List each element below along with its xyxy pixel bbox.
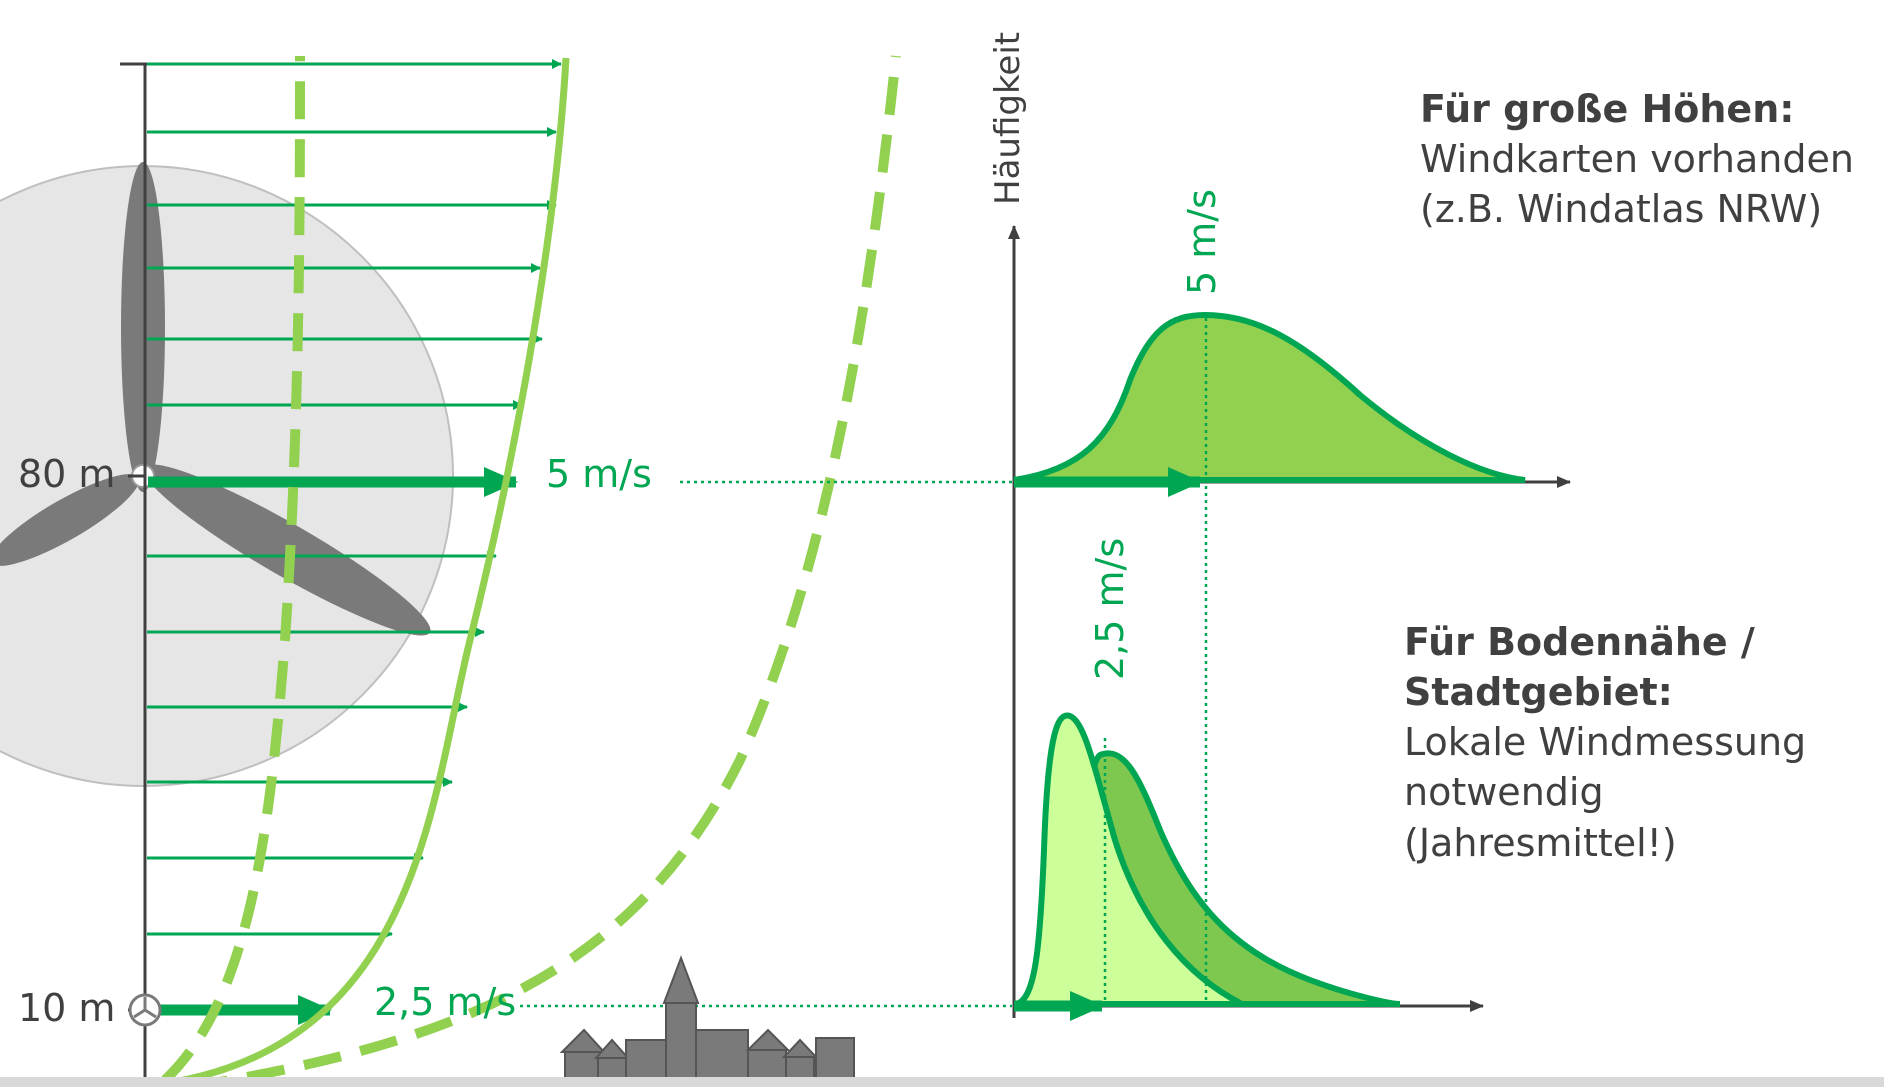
turbine-blade-up [121,162,165,492]
wind-profile-open-terrain [137,57,570,1087]
wind-profile-dashed-left [161,55,305,1084]
distribution-low [1014,712,1244,1007]
note-low-heading: Stadtgebiet: [1404,670,1673,715]
turbine-blade-left [0,474,140,566]
wind-profile-dashed-right [189,55,901,1087]
note-high-line: Windkarten vorhanden [1420,137,1854,182]
small-turbine-icon [128,993,162,1027]
footer-bar [0,1077,1884,1087]
distribution-high [1013,311,1526,483]
wind-arrows [147,59,562,939]
peak-label-low: 2,5 m/s [1088,537,1132,680]
note-high-line: (z.B. Windatlas NRW) [1420,187,1823,232]
speed-label-high: 5 m/s [546,452,652,496]
note-high-heading: Für große Höhen: [1420,87,1795,131]
town-icon [559,955,855,1087]
speed-label-low: 2,5 m/s [374,980,517,1024]
height-label-80m: 80 m [18,452,116,496]
note-low-line: (Jahresmittel!) [1404,820,1677,865]
peak-label-high: 5 m/s [1180,189,1224,295]
note-low-line: notwendig [1404,770,1604,815]
note-low-heading: Für Bodennähe / [1404,620,1755,664]
height-label-10m: 10 m [18,986,116,1030]
note-ground-level: Für Bodennähe / Stadtgebiet: Lokale Wind… [1404,617,1806,868]
note-low-line: Lokale Windmessung [1404,720,1807,765]
note-high-altitude: Für große Höhen: Windkarten vorhanden (z… [1420,84,1854,234]
frequency-axis-label: Häufigkeit [988,31,1028,205]
